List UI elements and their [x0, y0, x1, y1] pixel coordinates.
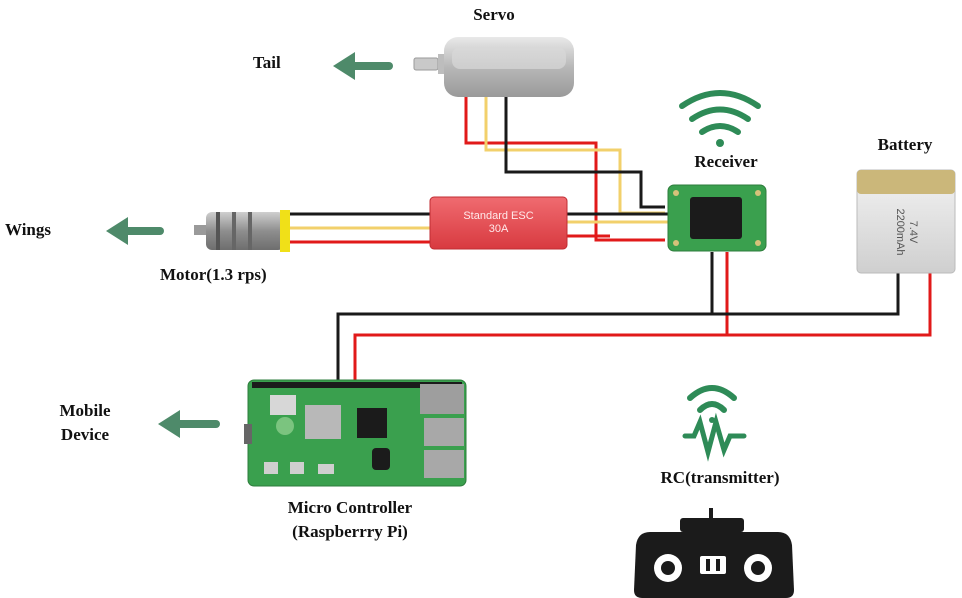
- receiver-board: [667, 184, 767, 252]
- battery-spec: 7.4V 2200mAh: [893, 208, 919, 255]
- esc-model: Standard ESC: [463, 210, 534, 222]
- receiver-label: Receiver: [694, 152, 758, 171]
- servo-wire-black: [504, 95, 665, 209]
- rc-label: RC(transmitter): [660, 468, 780, 487]
- controller-label-line1: Micro Controller: [287, 498, 413, 517]
- servo: [413, 37, 574, 97]
- bus-red: [353, 270, 932, 380]
- remote-controller-icon: [634, 508, 794, 598]
- servo-wire-red: [464, 95, 665, 242]
- mobile-device-label-line2: Device: [60, 425, 110, 444]
- esc-rating: 30A: [488, 223, 509, 235]
- wifi-signal-icon: [679, 90, 761, 147]
- wings-label: Wings: [5, 220, 51, 239]
- wires: [290, 95, 932, 380]
- servo-label: Servo: [473, 5, 515, 24]
- rc-signal-icon: [682, 385, 747, 462]
- arrow-left-icon: [333, 52, 393, 80]
- battery-label: Battery: [877, 135, 933, 154]
- controller-label-line2: (Raspberrry Pi): [292, 522, 408, 541]
- motor-label: Motor(1.3 rps): [160, 265, 267, 284]
- battery-voltage: 7.4V: [907, 220, 919, 244]
- tail-label: Tail: [253, 53, 281, 72]
- esc-module: [429, 196, 568, 250]
- arrow-left-icon: [106, 217, 164, 245]
- bus-black: [336, 270, 900, 380]
- mobile-device-label-line1: Mobile: [59, 401, 111, 420]
- esc-text: Standard ESC 30A: [430, 210, 567, 236]
- servo-wire-yellow: [484, 95, 665, 215]
- battery-capacity: 2200mAh: [894, 208, 906, 256]
- motor: [194, 210, 290, 252]
- raspberry-pi-board: [244, 379, 467, 487]
- arrow-left-icon: [158, 410, 220, 438]
- battery: [856, 169, 956, 274]
